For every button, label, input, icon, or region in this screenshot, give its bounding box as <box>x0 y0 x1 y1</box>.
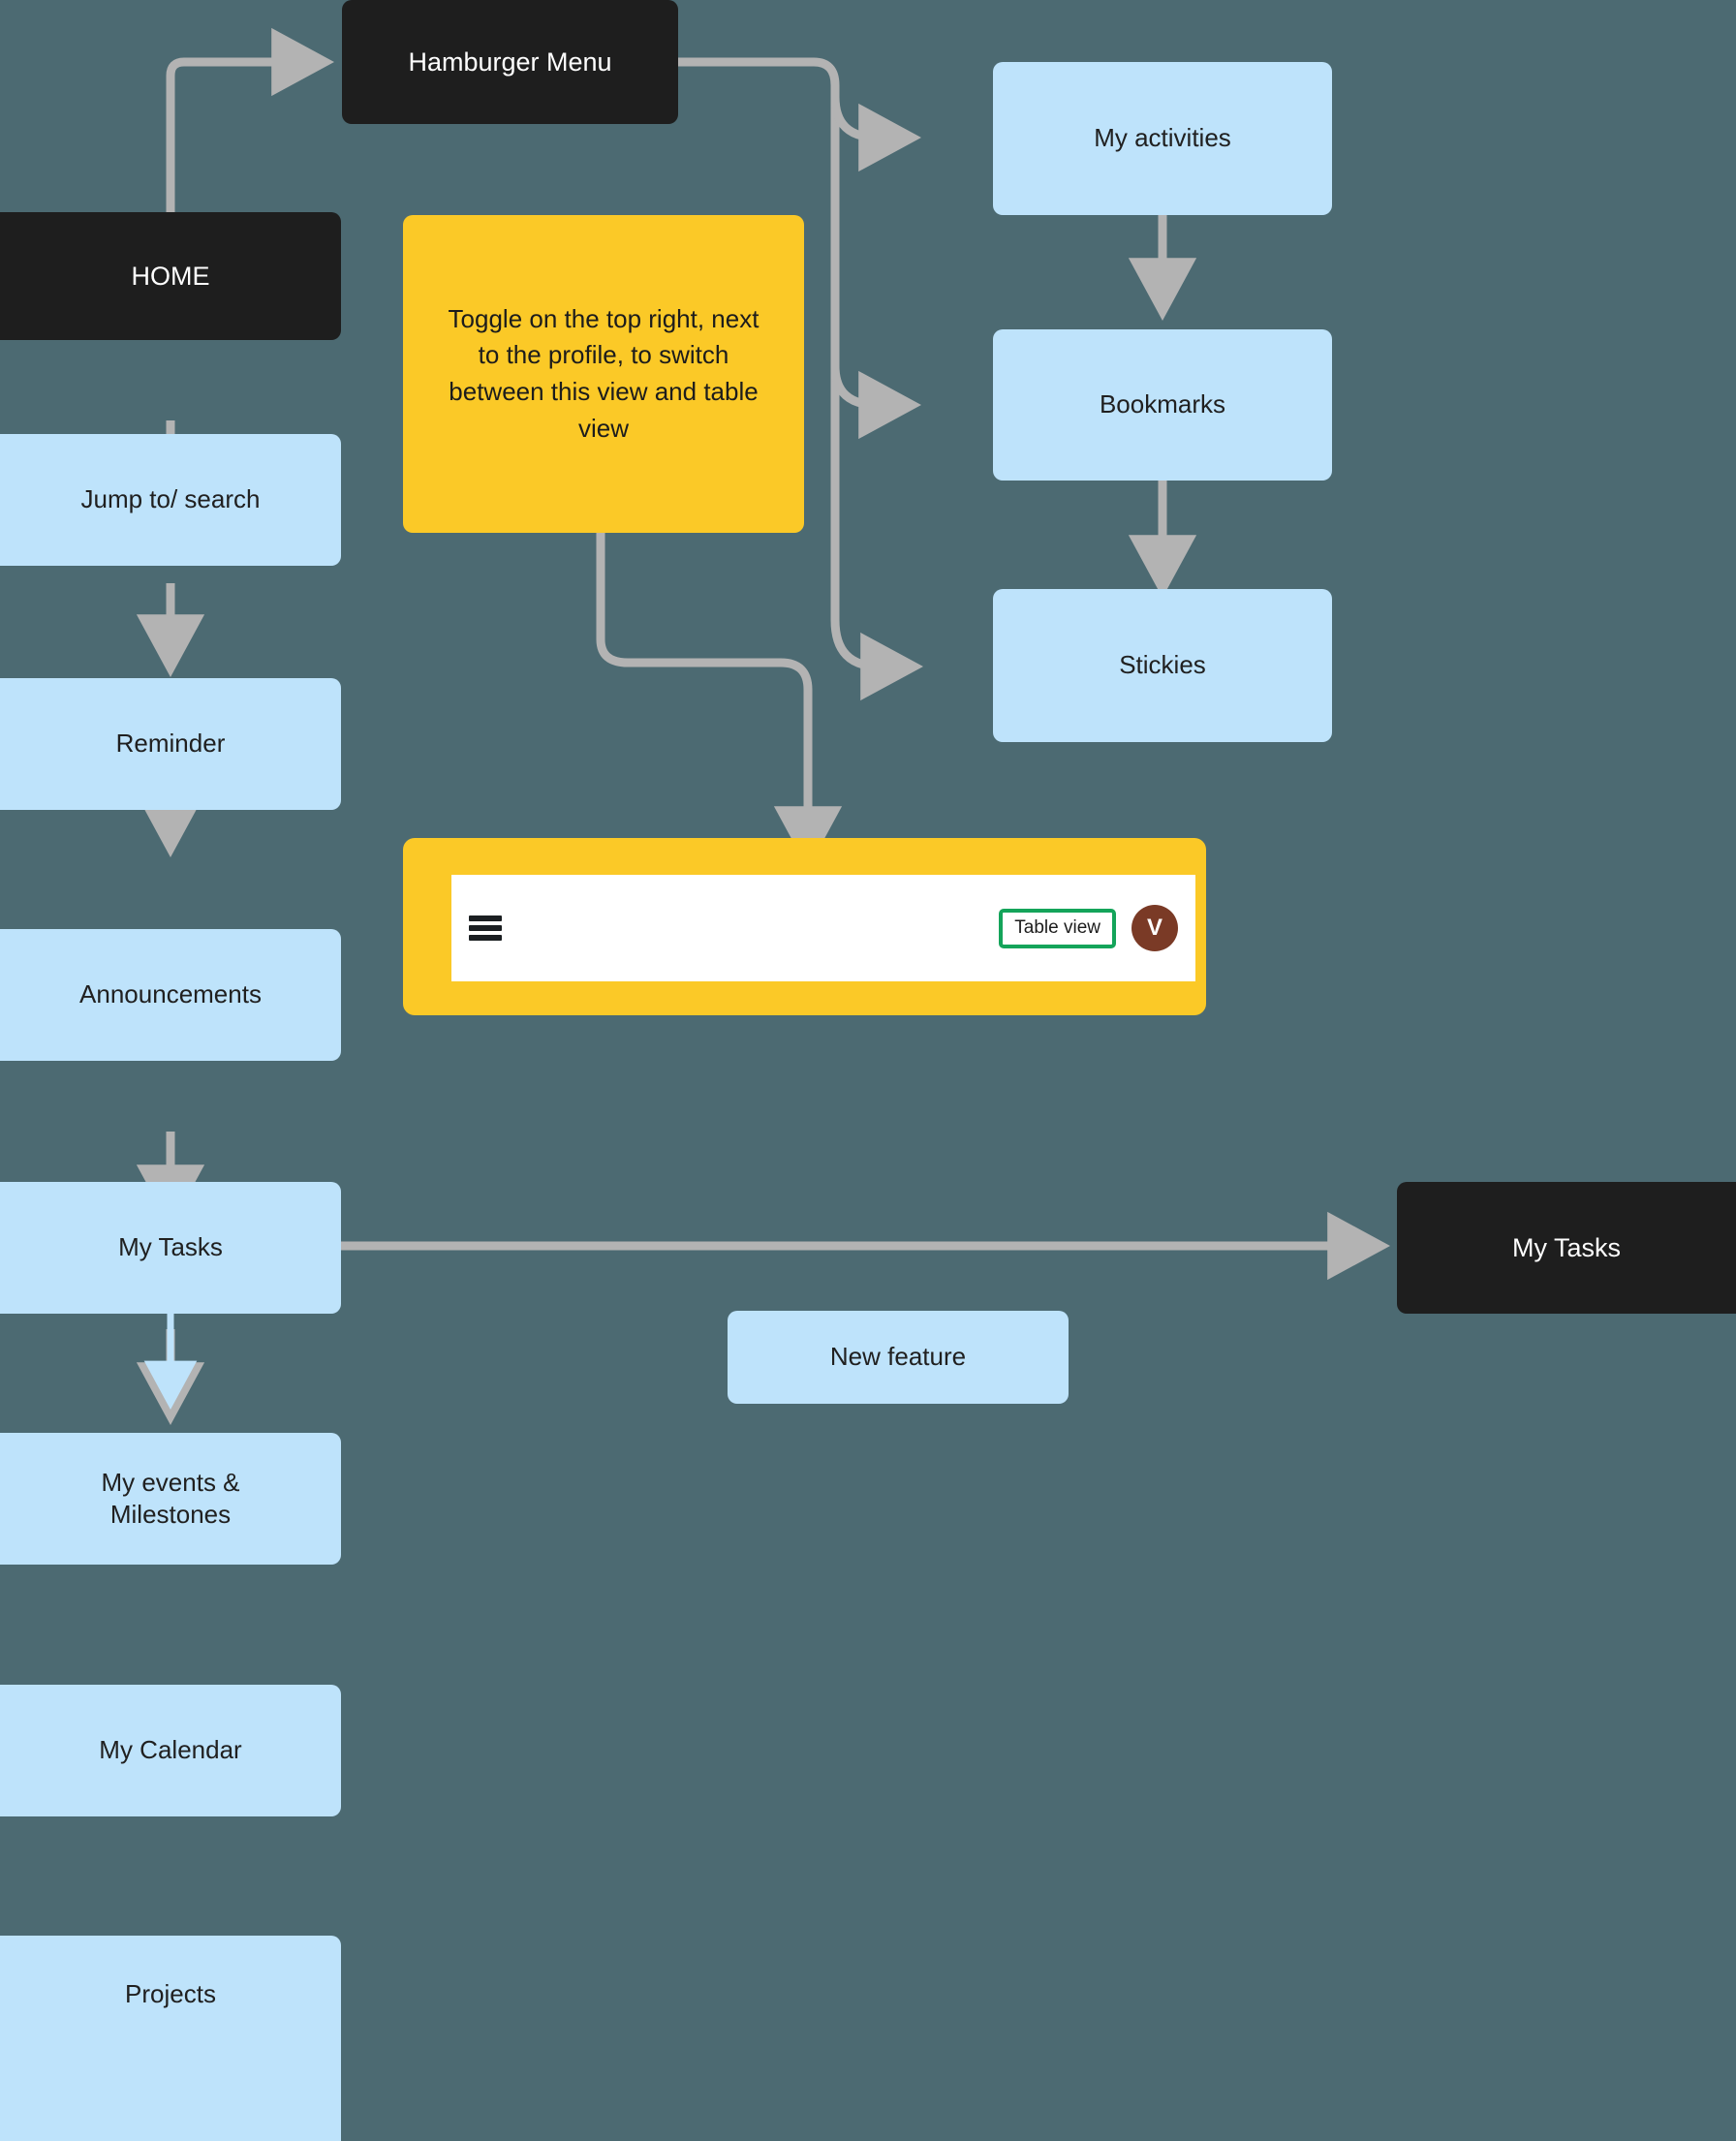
node-my-activities-label: My activities <box>1094 123 1231 153</box>
node-reminder-label: Reminder <box>115 729 226 759</box>
hamburger-bar-1 <box>469 915 502 921</box>
node-my-events-milestones-label: My events & Milestones <box>101 1467 240 1529</box>
hamburger-menu-icon[interactable] <box>469 915 502 941</box>
node-my-calendar-label: My Calendar <box>99 1735 242 1765</box>
hamburger-bar-2 <box>469 925 502 931</box>
node-bookmarks[interactable]: Bookmarks <box>993 329 1332 481</box>
node-new-feature-label: New feature <box>829 1342 967 1372</box>
note-toggle-instruction-text: Toggle on the top right, next to the pro… <box>448 303 760 443</box>
node-bookmarks-label: Bookmarks <box>1099 389 1226 419</box>
profile-avatar[interactable]: V <box>1132 905 1178 951</box>
hamburger-bar-3 <box>469 935 502 941</box>
node-my-tasks-right[interactable]: My Tasks <box>1397 1182 1736 1314</box>
node-projects-label: Projects <box>125 1979 216 2008</box>
note-toggle-instruction: Toggle on the top right, next to the pro… <box>403 215 804 533</box>
node-hamburger-menu-label: Hamburger Menu <box>408 47 612 77</box>
node-announcements-label: Announcements <box>79 979 262 1009</box>
app-toolbar-mockup: Table view V <box>403 838 1206 1015</box>
node-reminder[interactable]: Reminder <box>0 678 341 810</box>
node-my-calendar[interactable]: My Calendar <box>0 1685 341 1816</box>
node-stickies[interactable]: Stickies <box>993 589 1332 742</box>
node-my-events-milestones[interactable]: My events & Milestones <box>0 1433 341 1565</box>
node-jump-to-search-label: Jump to/ search <box>80 484 261 514</box>
node-home[interactable]: HOME <box>0 212 341 340</box>
node-home-label: HOME <box>131 261 210 291</box>
node-my-tasks-left-label: My Tasks <box>118 1232 223 1262</box>
node-my-tasks-right-label: My Tasks <box>1511 1232 1622 1262</box>
node-stickies-label: Stickies <box>1119 650 1206 680</box>
node-new-feature[interactable]: New feature <box>728 1311 1069 1404</box>
node-my-activities[interactable]: My activities <box>993 62 1332 215</box>
node-projects[interactable]: Projects <box>0 1936 341 2141</box>
node-announcements[interactable]: Announcements <box>0 929 341 1061</box>
node-hamburger-menu[interactable]: Hamburger Menu <box>342 0 678 124</box>
node-my-tasks-left[interactable]: My Tasks <box>0 1182 341 1314</box>
table-view-toggle-button[interactable]: Table view <box>999 908 1116 948</box>
mockup-top-bar: Table view V <box>451 875 1195 981</box>
node-jump-to-search[interactable]: Jump to/ search <box>0 434 341 566</box>
